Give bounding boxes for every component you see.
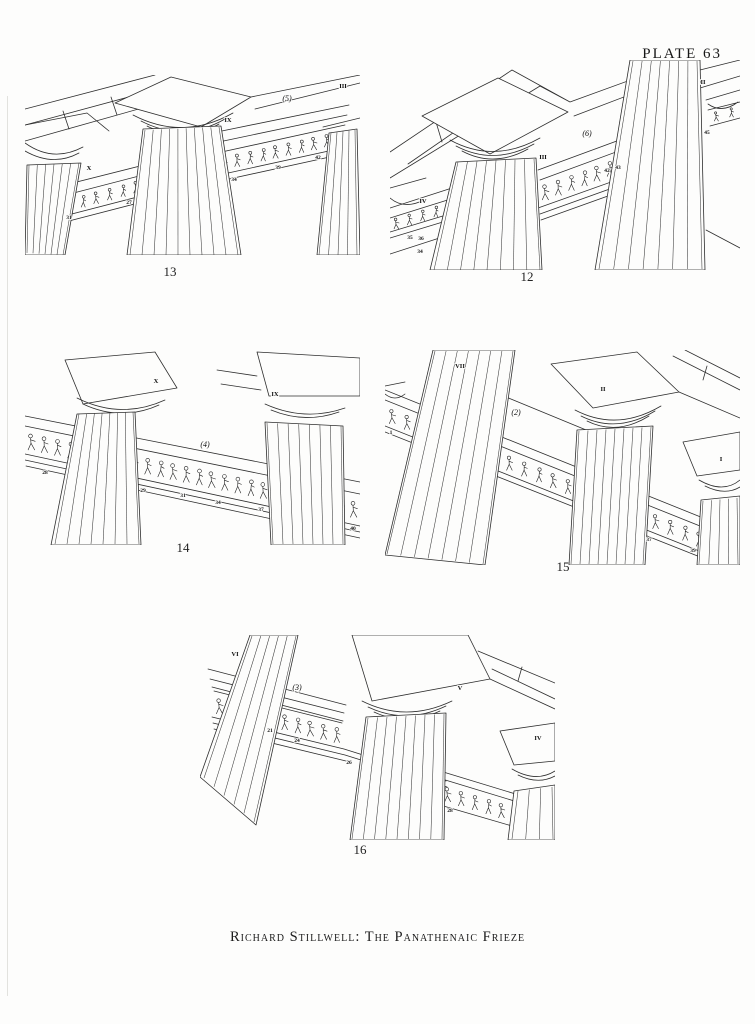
figure-annotation: 43 bbox=[615, 165, 621, 171]
ceiling-beams bbox=[25, 75, 360, 142]
figure-annotation: (3) bbox=[292, 683, 302, 692]
figure-annotation: 39 bbox=[690, 548, 696, 554]
ceiling-beams bbox=[672, 350, 740, 419]
figure-annotation: X bbox=[154, 378, 159, 385]
figure-annotation: 40 bbox=[350, 526, 356, 532]
right-frieze-fragment bbox=[705, 89, 740, 249]
figure-13: III (5) IX X 42 39 34 27 31 bbox=[25, 75, 360, 255]
figure-annotation: (6) bbox=[582, 129, 592, 138]
figure-annotation: 34 bbox=[215, 500, 221, 506]
figure-annotation: III bbox=[539, 154, 547, 161]
figure-annotation: 24 bbox=[294, 738, 300, 744]
center-column bbox=[349, 635, 491, 840]
right-column bbox=[316, 117, 360, 255]
figure-13-drawing: III (5) IX X 42 39 34 27 31 bbox=[25, 75, 360, 255]
figure-annotation: (2) bbox=[511, 408, 521, 417]
figure-15-caption: 15 bbox=[556, 559, 570, 574]
figure-16-caption: 16 bbox=[353, 842, 367, 857]
figure-annotation: 28 bbox=[447, 808, 453, 814]
figure-annotation: 31 bbox=[180, 493, 186, 499]
figure-16-drawing: VI (3) V IV 21 24 26 28 bbox=[200, 635, 555, 840]
right-column bbox=[499, 722, 555, 840]
figure-annotation: III bbox=[339, 83, 347, 90]
figure-annotation: 1 bbox=[390, 430, 393, 436]
figure-13-caption: 13 bbox=[163, 264, 177, 279]
center-column bbox=[550, 351, 680, 565]
figure-annotation: 42 bbox=[604, 168, 610, 174]
figure-annotation: 26 bbox=[346, 760, 352, 766]
figure-12-caption: 12 bbox=[520, 269, 534, 284]
ceiling-beams bbox=[477, 650, 555, 710]
figure-annotation: 28 bbox=[42, 470, 48, 476]
scan-edge-line bbox=[7, 96, 8, 996]
figure-annotation: 21 bbox=[267, 728, 273, 734]
frieze-band-left bbox=[390, 177, 459, 255]
figure-annotation: 29 bbox=[140, 488, 146, 494]
figure-annotation: II bbox=[700, 79, 706, 86]
figure-annotation: IX bbox=[224, 117, 232, 124]
figure-14-drawing: X IX (4) 28 29 31 34 37 40 bbox=[25, 351, 360, 545]
figure-annotation: 42 bbox=[315, 155, 321, 161]
figure-annotation: (4) bbox=[200, 440, 210, 449]
figure-annotation: 39 bbox=[275, 165, 281, 171]
figure-annotation: IV bbox=[419, 198, 427, 205]
figure-annotation: 27 bbox=[126, 200, 132, 206]
figure-annotation: 34 bbox=[231, 177, 237, 183]
figure-annotation: (5) bbox=[282, 94, 292, 103]
figure-annotation: 45 bbox=[704, 130, 710, 136]
left-column bbox=[50, 351, 178, 545]
center-column bbox=[421, 77, 569, 270]
plate-label: PLATE 63 bbox=[642, 46, 722, 62]
left-column bbox=[385, 350, 516, 565]
figure-16: VI (3) V IV 21 24 26 28 bbox=[200, 635, 555, 840]
figure-annotation: V bbox=[458, 685, 463, 692]
figure-annotation: II bbox=[600, 386, 606, 393]
figure-14: X IX (4) 28 29 31 34 37 40 bbox=[25, 350, 360, 545]
figure-annotation: X bbox=[87, 165, 92, 172]
figure-annotation: 37 bbox=[258, 507, 264, 513]
figure-annotation: 37 bbox=[646, 537, 652, 543]
figure-annotation: IV bbox=[534, 735, 542, 742]
figure-14-caption: 14 bbox=[176, 540, 190, 555]
figure-annotation: 31 bbox=[66, 215, 72, 221]
figure-annotation: 36 bbox=[418, 236, 424, 242]
credit-line: Richard Stillwell: The Panathenaic Friez… bbox=[229, 929, 526, 945]
figure-annotation: 35 bbox=[407, 235, 413, 241]
figure-annotation: VI bbox=[231, 651, 239, 658]
left-column bbox=[200, 635, 299, 826]
left-column bbox=[25, 112, 110, 255]
right-column bbox=[256, 351, 360, 545]
ceiling-beams bbox=[216, 369, 262, 391]
figure-annotation: 34 bbox=[417, 249, 423, 255]
center-column bbox=[114, 76, 252, 255]
figure-annotation: VII bbox=[455, 363, 465, 370]
figure-annotation: IX bbox=[271, 391, 279, 398]
right-column bbox=[594, 60, 706, 270]
right-column bbox=[682, 431, 740, 565]
figure-annotation: I bbox=[720, 456, 723, 463]
